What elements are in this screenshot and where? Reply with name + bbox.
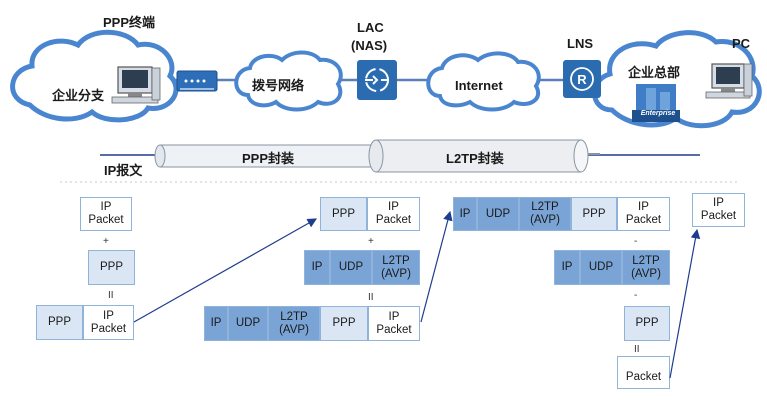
ip-header-box: IP [453,197,477,231]
equals-sign: II [368,292,374,303]
udp-header-box: UDP [228,306,268,341]
ppp-header-box: PPP [571,197,617,231]
minus-sign: - [634,236,638,247]
ip-packet-box: IP Packet [368,306,420,341]
minus-sign: - [634,290,638,301]
ppp-terminal-label: PPP终端 [103,15,156,30]
ip-packet-box: IP Packet [80,197,132,231]
udp-header-box: UDP [330,250,372,285]
ppp-header-box: PPP [320,306,368,341]
enterprise-label: Enterprise [640,110,676,117]
lns-router-icon: R [563,60,601,98]
modem-icon [176,70,218,92]
udp-header-box: UDP [580,250,622,285]
svg-text:R: R [577,72,587,87]
branch-computer-icon [111,66,161,104]
lns-label: LNS [567,36,593,51]
ip-packet-box: IP Packet [692,193,745,227]
l2tp-header-box: L2TP (AVP) [372,250,420,285]
arrow-lns-to-pc [669,228,701,379]
pc-computer-icon [705,63,753,99]
l2tp-header-box: L2TP (AVP) [268,306,320,341]
network-diagram: R [10,29,762,183]
ip-packet-partial-box: Packet [617,356,670,389]
arrow-lac-to-lns [420,210,453,323]
pc-label: PC [732,36,751,51]
l2tp-encap-label: L2TP封装 [446,151,504,166]
ip-header-box: IP [554,250,580,285]
ppp-header-box: PPP [624,306,670,341]
equals-sign: II [634,344,640,355]
internet-label: Internet [455,78,503,93]
udp-header-box: UDP [477,197,519,231]
hq-label: 企业总部 [628,65,681,80]
l2tp-header-box: L2TP (AVP) [519,197,571,231]
l2tp-tube [368,139,600,173]
lac-device-icon [357,60,397,100]
ip-header-box: IP [304,250,330,285]
hq-cloud [592,30,762,129]
enterprise-building-icon [632,84,680,122]
ip-header-box: IP [204,306,228,341]
l2tp-header-box: L2TP (AVP) [622,250,670,285]
ip-packet-box: IP Packet [617,197,670,231]
ppp-header-box: PPP [36,305,83,340]
ppp-header-box: PPP [320,197,367,231]
plus-sign: + [103,236,109,247]
plus-sign: + [368,236,374,247]
dialup-cloud [234,50,343,112]
branch-label: 企业分支 [52,88,105,103]
nas-label: (NAS) [351,38,388,53]
ppp-encap-label: PPP封装 [242,151,295,166]
dialup-label: 拨号网络 [252,78,305,93]
ppp-header-box: PPP [88,250,135,285]
internet-cloud [426,51,541,112]
ip-packet-box: IP Packet [83,305,134,340]
lac-label: LAC [357,20,384,35]
ppp-tube [154,144,381,168]
ip-message-label: IP报文 [104,163,143,178]
equals-sign: II [108,290,114,301]
ip-packet-box: IP Packet [367,197,420,231]
